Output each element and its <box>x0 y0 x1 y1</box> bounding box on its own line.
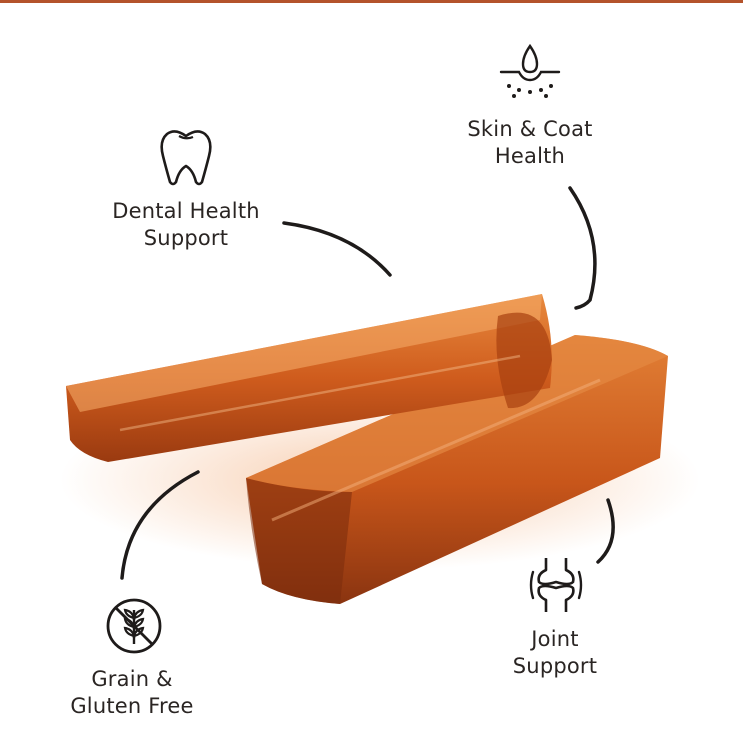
joint-icon <box>529 558 583 612</box>
joint-support-line2: Support <box>512 654 598 678</box>
chew-stick-top <box>66 294 552 462</box>
connector-grain <box>120 470 200 580</box>
grain-gluten-free-label: Grain & Gluten Free <box>52 666 212 720</box>
skin-droplet-icon <box>499 43 561 98</box>
joint-support-label: Joint Support <box>470 626 640 680</box>
skin-coat-label: Skin & Coat Health <box>440 116 620 170</box>
skin-coat-line1: Skin & Coat <box>467 117 593 141</box>
dental-health-line2: Support <box>143 226 229 250</box>
top-accent-bar <box>0 0 743 3</box>
tooth-icon <box>160 130 212 186</box>
dental-health-line1: Dental Health <box>112 199 260 223</box>
grain-free-icon <box>106 598 162 654</box>
connector-joint <box>596 498 615 564</box>
connector-dental <box>282 221 392 277</box>
grain-free-line1: Grain & <box>91 667 173 691</box>
dental-health-label: Dental Health Support <box>96 198 276 252</box>
skin-coat-line2: Health <box>494 144 566 168</box>
joint-support-line1: Joint <box>531 627 579 651</box>
chew-stick-bottom <box>246 335 668 604</box>
grain-free-line2: Gluten Free <box>70 694 194 718</box>
connector-skin <box>568 186 597 310</box>
